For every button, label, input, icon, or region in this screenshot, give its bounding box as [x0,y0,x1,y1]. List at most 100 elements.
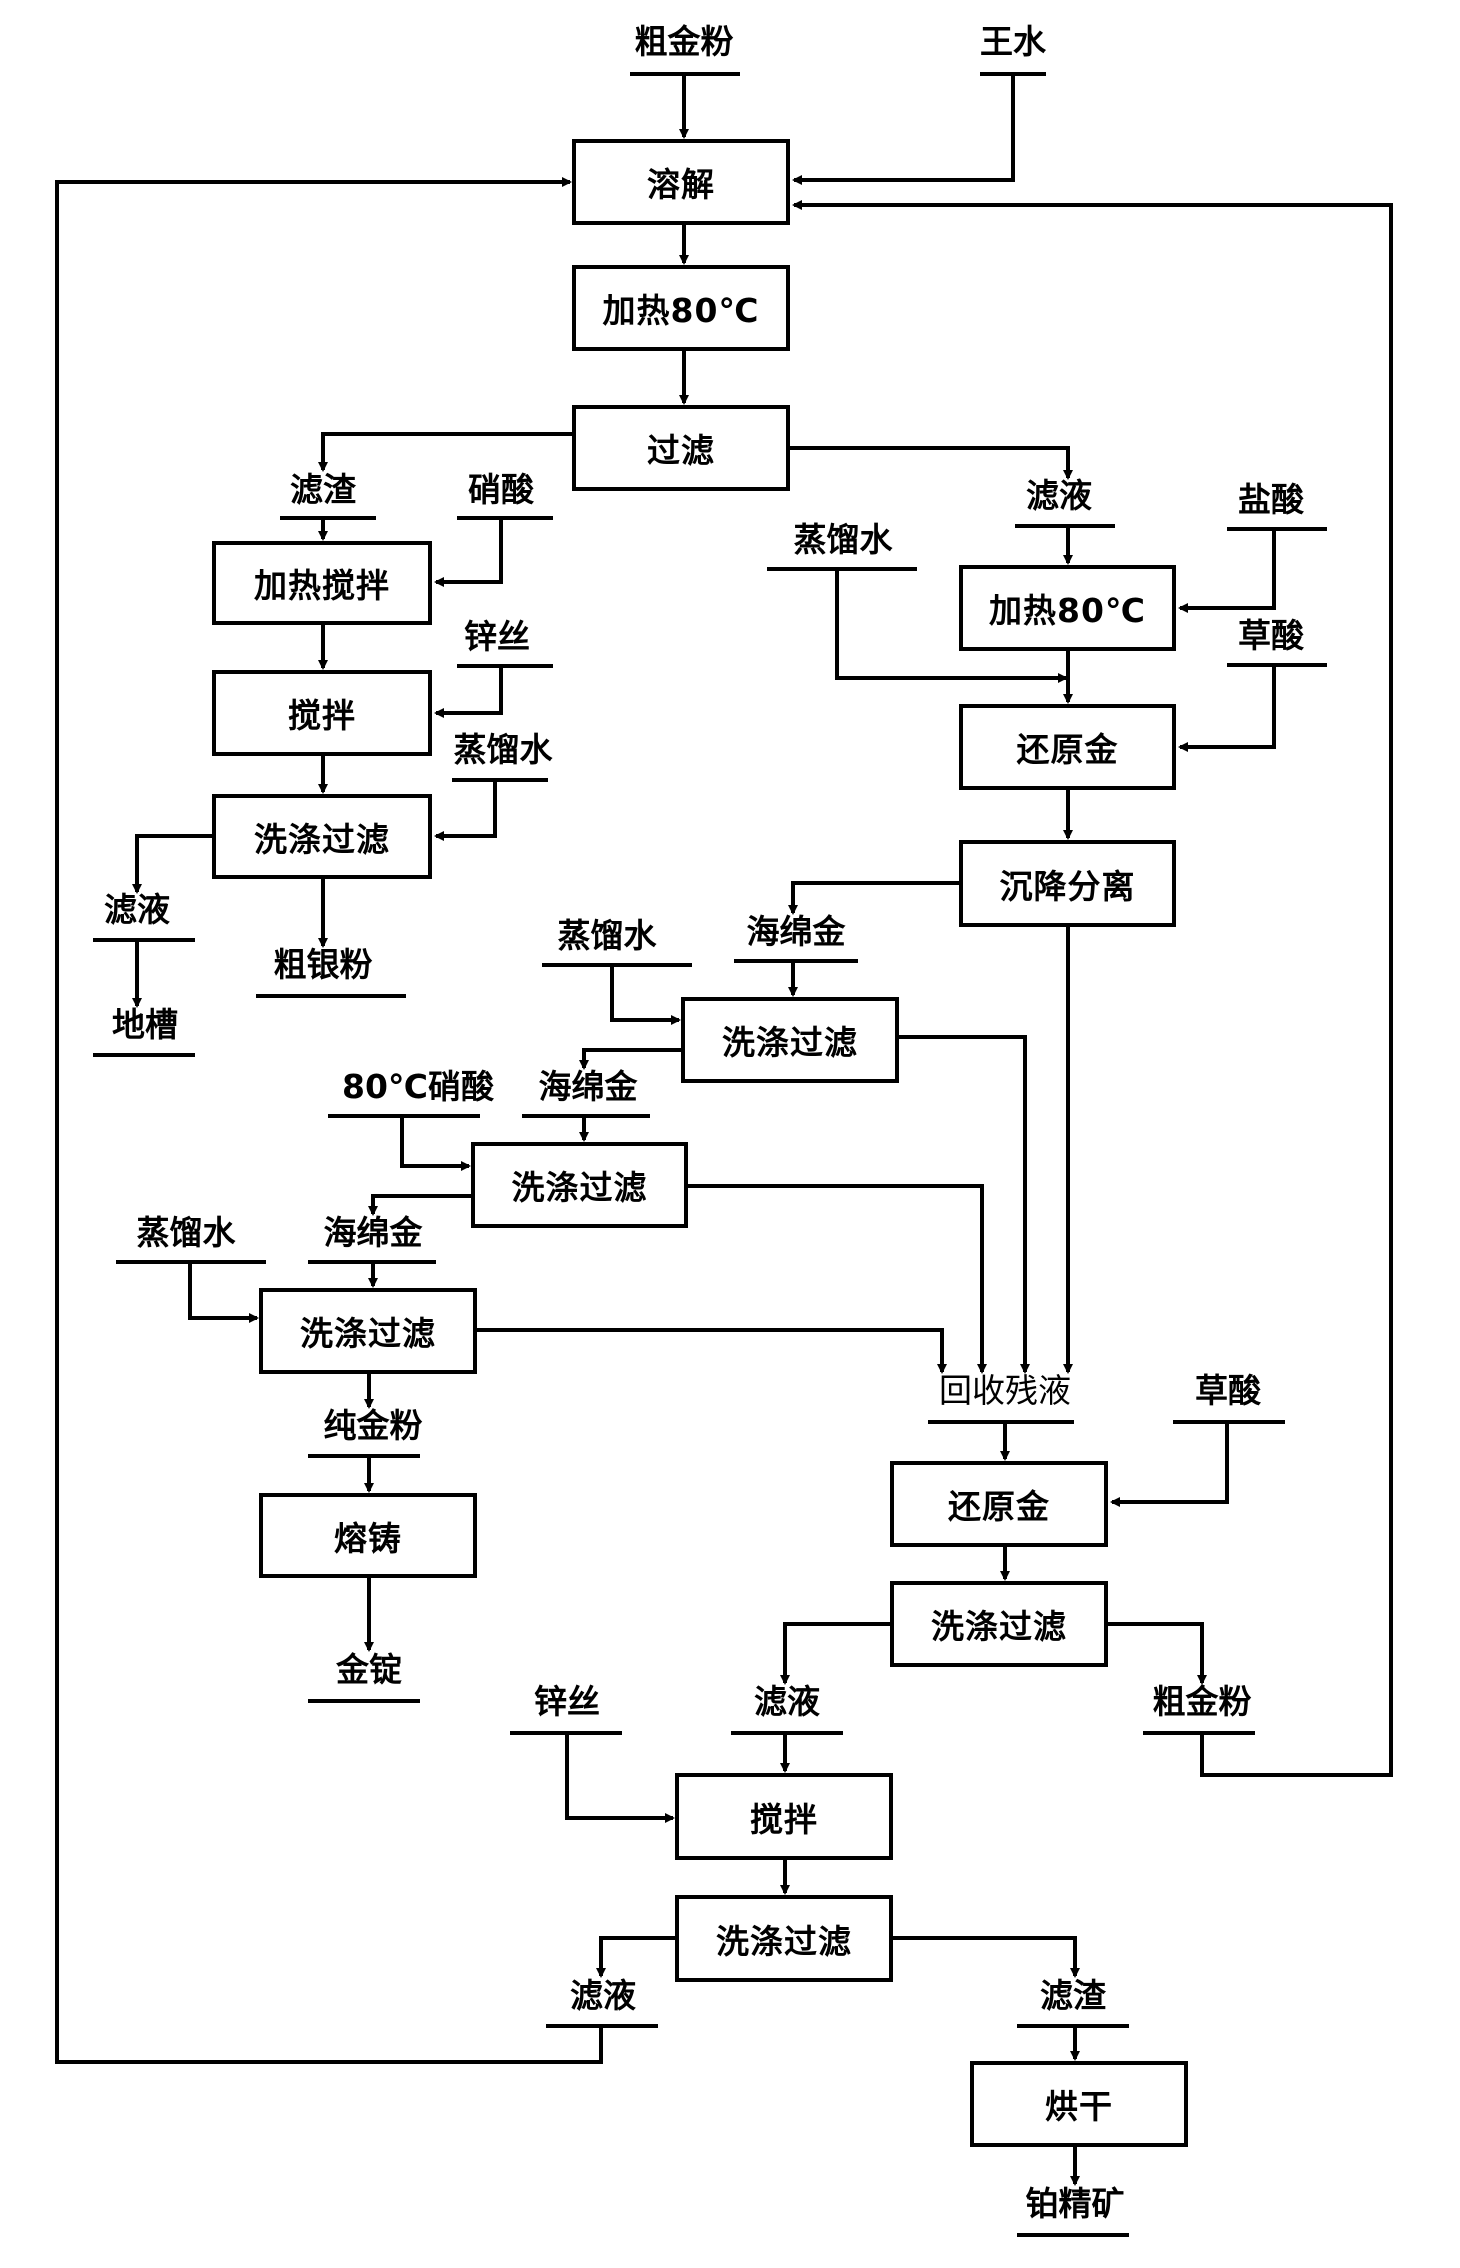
process-heat-80-top: 加热80℃ [572,265,790,351]
material-nitric-80: 80℃硝酸 [342,1067,494,1106]
material-filtrate-right: 滤液 [1026,476,1092,515]
process-settle-separate: 沉降分离 [959,840,1176,927]
material-zinc-wire-bottom: 锌丝 [534,1682,600,1721]
underline [630,72,740,76]
material-aqua-regia: 王水 [980,22,1046,61]
process-wash-filter-w1: 洗涤过滤 [681,997,899,1083]
arrow-hcl-to-heat80 [1178,531,1276,613]
process-label: 洗涤过滤 [931,1607,1067,1646]
process-label: 洗涤过滤 [716,1921,852,1961]
process-heat-stir: 加热搅拌 [212,541,432,625]
process-label: 加热80℃ [989,591,1146,630]
process-wash-filter-r2: 洗涤过滤 [890,1581,1108,1667]
arrow-wash2-to-crude-gold [1108,1622,1207,1685]
arrow-nitric80-to-w2 [400,1118,471,1171]
process-melt-cast: 熔铸 [259,1493,477,1578]
arrow-aqua-regia-to-dissolve [792,76,1015,185]
arrow-water-to-reduce [835,571,1068,683]
arrow-filter-to-filtrate [790,446,1073,480]
underline [1173,1420,1285,1424]
underline [452,778,548,782]
material-sponge-gold-3: 海绵金 [323,1213,423,1252]
underline [510,1731,622,1735]
material-zinc-wire-left: 锌丝 [464,617,530,656]
arrow-w2-to-sponge3 [368,1194,471,1216]
material-distilled-water-w3: 蒸馏水 [136,1213,236,1252]
material-filtrate-r2: 滤液 [754,1682,820,1721]
process-wash-filter-bottom: 洗涤过滤 [675,1895,893,1982]
underline [457,664,553,668]
arrow-w3-to-recovered [477,1328,947,1374]
process-label: 熔铸 [334,1518,402,1558]
material-oxalic-acid-2: 草酸 [1195,1371,1261,1410]
process-label: 加热搅拌 [254,566,390,605]
underline [116,1260,266,1264]
material-trench: 地槽 [112,1005,178,1044]
arrow-oxalic-to-reduce [1178,667,1276,752]
process-label: 还原金 [948,1487,1050,1526]
arrow-recycle-left-to-dissolve [55,177,603,2064]
material-hcl: 盐酸 [1238,480,1304,519]
arrow-wash-bottom-to-filtrate [596,1936,675,1978]
underline [731,1731,843,1735]
process-wash-filter-w3: 洗涤过滤 [259,1288,477,1374]
arrow-water-to-wash-left [434,782,497,841]
underline [767,567,917,571]
arrow-wash-bottom-to-residue [893,1936,1080,1978]
arrow-w2-to-recovered [688,1184,987,1374]
underline [93,1053,195,1057]
process-label: 过滤 [647,431,715,470]
process-wash-filter-w2: 洗涤过滤 [471,1142,688,1228]
process-stir-left: 搅拌 [212,670,432,756]
underline [1017,2024,1129,2028]
process-reduce-gold-1: 还原金 [959,704,1176,790]
process-label: 沉降分离 [999,866,1136,906]
underline [734,959,858,963]
process-label: 加热80℃ [602,291,760,330]
process-label: 洗涤过滤 [254,819,390,859]
arrow-water-to-w3 [188,1264,259,1323]
underline [928,1420,1074,1424]
process-dissolve: 溶解 [572,139,790,225]
arrow-water-to-w1 [610,967,681,1025]
underline [1227,663,1327,667]
underline [308,1454,420,1458]
arrow-zinc-to-stir-bottom [565,1735,675,1823]
material-pure-gold-powder: 纯金粉 [323,1406,423,1445]
material-recovered-liquor: 回收残液 [939,1371,1071,1410]
process-dry: 烘干 [970,2061,1188,2147]
underline [1143,1731,1255,1735]
underline [93,938,195,942]
underline [328,1114,480,1118]
arrow-w1-to-sponge2 [579,1048,681,1070]
underline [457,516,553,520]
arrow-wash-to-filtrate-left [132,834,212,894]
process-label: 洗涤过滤 [511,1168,648,1207]
underline [542,963,692,967]
underline [280,516,376,520]
arrow-nitric-to-heatstir [434,520,503,587]
material-distilled-water-left: 蒸馏水 [453,730,553,769]
underline [546,2024,658,2028]
material-distilled-water-w1: 蒸馏水 [557,916,657,955]
material-filtrate-left: 滤液 [104,890,170,929]
arrow-settle-to-sponge [788,881,959,915]
underline [308,1260,436,1264]
process-label: 烘干 [1045,2087,1113,2126]
material-filtrate-bottom: 滤液 [570,1976,636,2015]
material-distilled-water-right: 蒸馏水 [793,520,893,559]
underline [1015,524,1115,528]
arrow-zinc-to-stir [434,668,503,718]
arrow-oxalic2-to-reduce2 [1110,1424,1229,1507]
underline [1017,2233,1129,2237]
material-residue-bottom: 滤渣 [1040,1976,1106,2015]
process-label: 洗涤过滤 [722,1023,858,1062]
process-label: 洗涤过滤 [300,1314,436,1353]
process-reduce-gold-2: 还原金 [890,1461,1108,1547]
arrow-recycle-right-to-dissolve [792,200,1393,1777]
process-label: 搅拌 [288,696,356,735]
process-label: 搅拌 [750,1799,818,1839]
process-wash-filter-left: 洗涤过滤 [212,794,432,879]
arrow-w1-to-recovered [899,1035,1030,1374]
